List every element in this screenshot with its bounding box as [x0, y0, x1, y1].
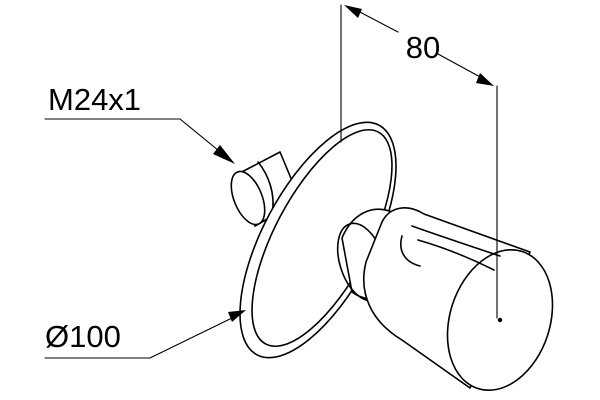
- thread-label: M24x1: [48, 82, 141, 117]
- knob-center-mark: [497, 317, 503, 323]
- diameter-leader: [44, 310, 246, 359]
- arrowhead-right: [476, 73, 494, 86]
- diameter-label: Ø100: [45, 319, 121, 354]
- diameter-arrowhead: [228, 310, 246, 322]
- cover-plate: [239, 121, 397, 359]
- thread-leader: [44, 118, 235, 164]
- arrowhead-left: [344, 5, 362, 18]
- thread-arrowhead: [213, 145, 235, 164]
- control-knob: [362, 207, 554, 391]
- length-label: 80: [406, 30, 440, 65]
- length-dimension: [340, 4, 498, 319]
